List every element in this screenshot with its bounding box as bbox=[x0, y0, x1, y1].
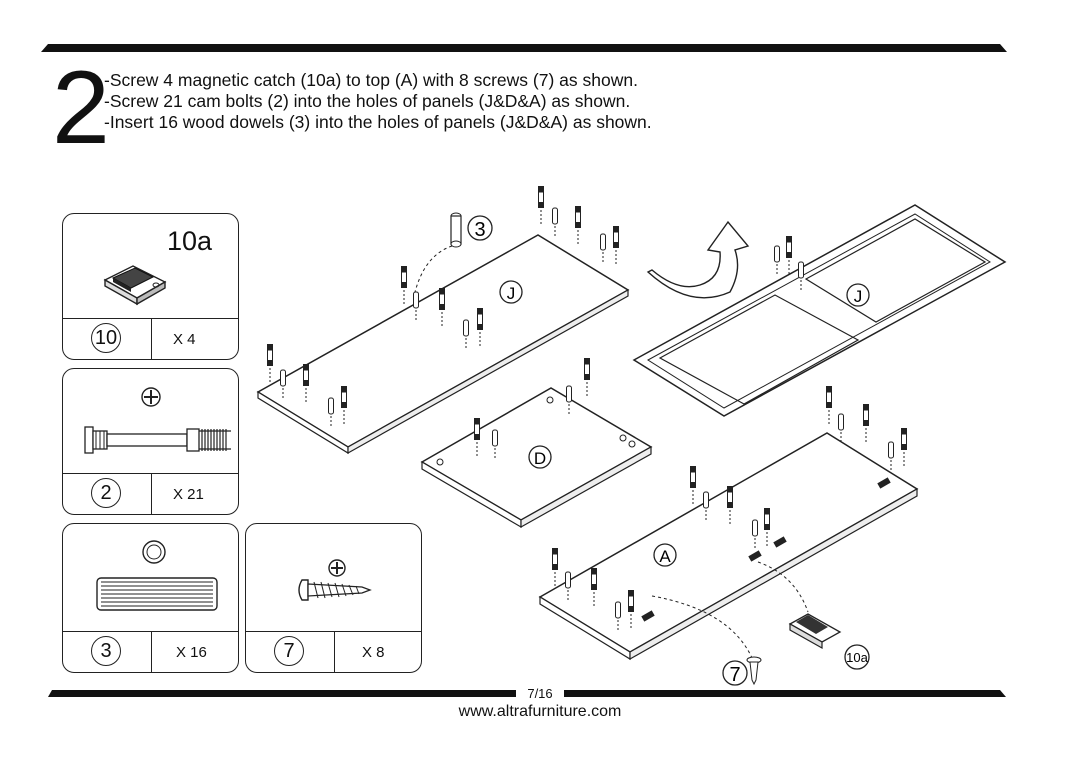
row-divider bbox=[151, 319, 152, 359]
row-divider bbox=[151, 632, 152, 672]
part-qty: X 16 bbox=[176, 644, 207, 661]
row-divider bbox=[334, 632, 335, 672]
part-row-3: 3 X 16 bbox=[63, 631, 238, 672]
part-id-badge: 7 bbox=[274, 636, 304, 666]
part-card-magnetic-catch: 10a 10 X 4 bbox=[62, 213, 239, 360]
magnetic-catch-detail: 10a bbox=[788, 613, 870, 670]
footer-bar bbox=[48, 690, 1006, 697]
panel-a: A 10a 7 bbox=[538, 385, 919, 686]
header-bar bbox=[41, 44, 1007, 52]
instruction-line-2: -Screw 21 cam bolts (2) into the holes o… bbox=[104, 91, 631, 111]
screw-icon bbox=[298, 559, 372, 601]
part-qty: X 8 bbox=[362, 644, 385, 661]
step-number: 2 bbox=[52, 50, 110, 166]
screw-callout-label: 7 bbox=[729, 664, 740, 686]
screw-detail: 7 bbox=[722, 656, 762, 686]
panel-j-flipped: J bbox=[632, 204, 1007, 417]
panel-j: J 3 bbox=[256, 185, 630, 455]
part-qty: X 4 bbox=[173, 331, 196, 348]
part-title-10a: 10a bbox=[167, 226, 213, 256]
wood-dowel-icon bbox=[96, 540, 218, 611]
page-number: 7/16 bbox=[527, 686, 553, 701]
part-qty: X 21 bbox=[173, 486, 204, 503]
dowel-callout-label: 3 bbox=[474, 219, 485, 241]
part-card-wood-dowel: 3 X 16 bbox=[62, 523, 239, 673]
part-card-screw: 7 X 8 bbox=[245, 523, 422, 673]
part-card-cam-bolt: 2 X 21 bbox=[62, 368, 239, 515]
panel-d: D bbox=[420, 357, 653, 529]
part-row-7: 7 X 8 bbox=[246, 631, 421, 672]
flip-arrow-icon bbox=[646, 220, 750, 299]
cam-bolt-icon bbox=[84, 387, 231, 454]
instruction-line-3: -Insert 16 wood dowels (3) into the hole… bbox=[104, 112, 652, 132]
part-id-badge: 2 bbox=[91, 478, 121, 508]
part-id-badge: 3 bbox=[91, 636, 121, 666]
footer-url: www.altrafurniture.com bbox=[458, 703, 622, 720]
row-divider bbox=[151, 474, 152, 514]
part-row-2: 2 X 21 bbox=[63, 473, 238, 514]
magnetic-catch-icon bbox=[103, 265, 167, 306]
instructions: -Screw 4 magnetic catch (10a) to top (A)… bbox=[104, 70, 652, 133]
panel-j-flipped-label: J bbox=[854, 287, 863, 306]
instruction-line-1: -Screw 4 magnetic catch (10a) to top (A)… bbox=[104, 70, 638, 90]
catch-callout-label: 10a bbox=[846, 650, 868, 665]
panel-a-label: A bbox=[659, 547, 671, 566]
part-id-badge: 10 bbox=[91, 323, 121, 353]
panel-j-label: J bbox=[507, 284, 516, 303]
part-row-10: 10 X 4 bbox=[63, 318, 238, 359]
panel-d-label: D bbox=[534, 449, 546, 468]
